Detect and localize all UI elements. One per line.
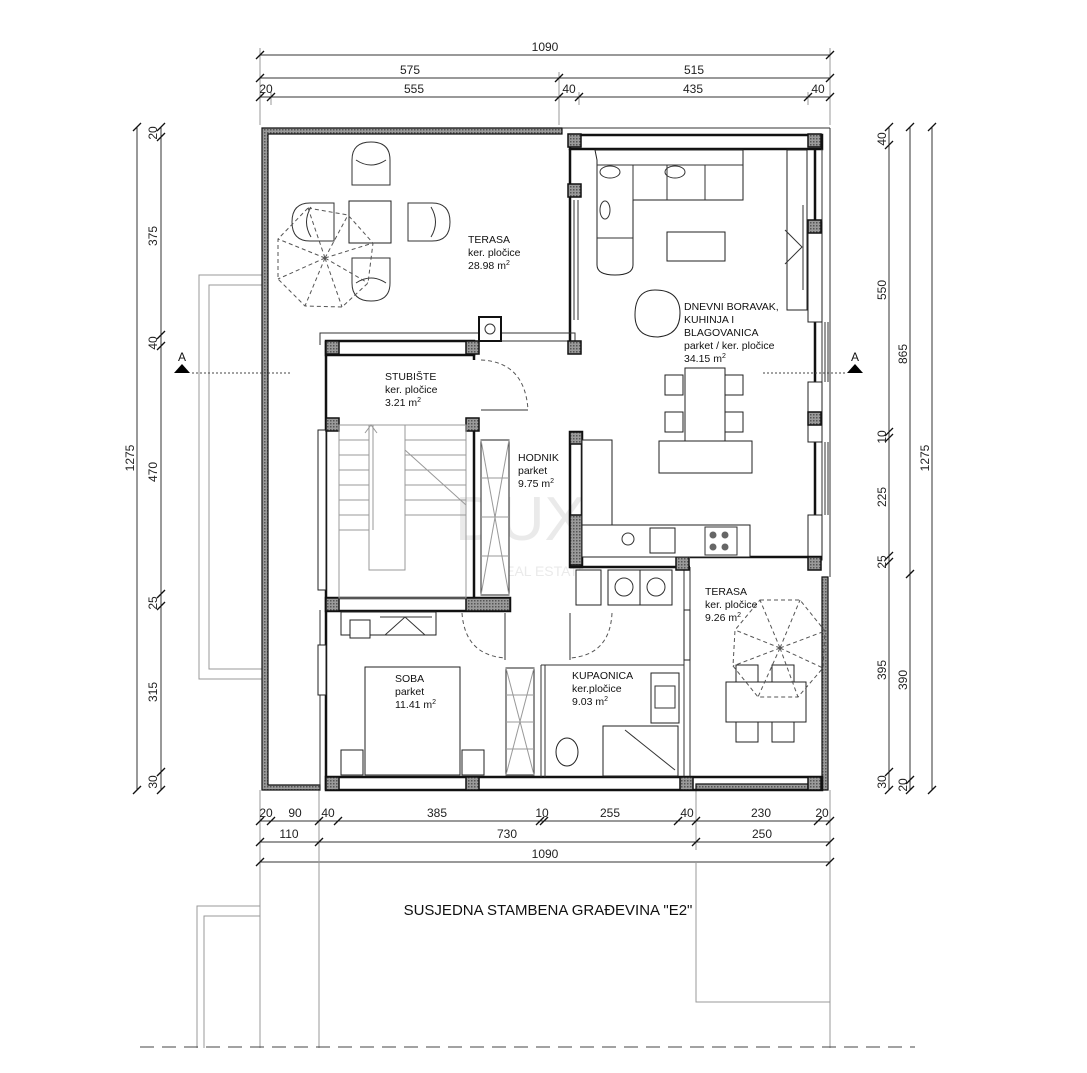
staircase [338, 359, 529, 599]
svg-text:KUPAONICA: KUPAONICA [572, 670, 633, 682]
svg-text:30: 30 [875, 775, 889, 789]
dim-top-total: 1090 [532, 40, 559, 54]
svg-text:470: 470 [146, 462, 160, 482]
svg-text:BLAGOVANICA: BLAGOVANICA [684, 327, 759, 339]
svg-text:1275: 1275 [918, 444, 932, 471]
shaft-icon [478, 316, 502, 342]
svg-text:40: 40 [875, 132, 889, 146]
room-label-living: DNEVNI BORAVAK, KUHINJA I BLAGOVANICA pa… [684, 301, 779, 365]
svg-text:10: 10 [875, 430, 889, 444]
svg-text:20: 20 [815, 806, 829, 820]
bathroom-fixtures [555, 569, 680, 777]
watermark-brand: DUX [455, 485, 586, 554]
svg-text:ker. pločice: ker. pločice [385, 384, 438, 396]
svg-text:parket: parket [395, 686, 424, 698]
cooktop-icon [709, 531, 729, 551]
room-label-terasa-small: TERASA ker. pločice 9.26 m2 [705, 586, 758, 624]
left-planter [198, 274, 263, 680]
svg-text:250: 250 [752, 827, 772, 841]
room-label-soba: SOBA parket 11.41 m2 [395, 673, 436, 711]
svg-text:90: 90 [288, 806, 302, 820]
room-label-hodnik: HODNIK parket 9.75 m2 [518, 452, 559, 490]
small-terrace-furniture [725, 599, 826, 743]
svg-text:20: 20 [259, 806, 273, 820]
svg-text:20: 20 [259, 82, 273, 96]
svg-text:40: 40 [680, 806, 694, 820]
terrace-furniture [277, 141, 451, 308]
svg-text:20: 20 [146, 126, 160, 140]
dim-top-575: 575 [400, 63, 420, 77]
svg-text:865: 865 [896, 344, 910, 364]
svg-text:25: 25 [875, 555, 889, 569]
left-dimensions: 1275 20 375 40 470 25 315 30 [123, 122, 166, 795]
svg-text:730: 730 [497, 827, 517, 841]
dim-top-515: 515 [684, 63, 704, 77]
svg-text:KUHINJA I: KUHINJA I [684, 314, 734, 326]
svg-text:HODNIK: HODNIK [518, 452, 559, 464]
structural-columns [325, 133, 822, 791]
section-marker-left: A [174, 350, 292, 374]
svg-text:STUBIŠTE: STUBIŠTE [385, 370, 436, 383]
watermark: DUX REAL ESTATE [455, 485, 587, 579]
svg-text:255: 255 [600, 806, 620, 820]
svg-text:ker. pločice: ker. pločice [468, 247, 521, 259]
bedroom-furniture [340, 611, 613, 776]
svg-text:40: 40 [146, 336, 160, 350]
umbrella-icon [732, 599, 826, 698]
svg-text:315: 315 [146, 682, 160, 702]
svg-text:435: 435 [683, 82, 703, 96]
svg-text:A: A [851, 350, 859, 364]
svg-text:parket / ker. pločice: parket / ker. pločice [684, 340, 775, 352]
svg-text:9.26 m2: 9.26 m2 [705, 612, 741, 624]
svg-text:28.98 m2: 28.98 m2 [468, 260, 510, 272]
section-marker-right: A [847, 350, 863, 373]
svg-text:225: 225 [875, 487, 889, 507]
neighbor-building-label: SUSJEDNA STAMBENA GRAĐEVINA "E2" [404, 902, 693, 919]
bottom-dimensions: 20 90 40 385 10 255 40 230 20 110 730 25… [255, 790, 835, 1048]
svg-text:395: 395 [875, 660, 889, 680]
svg-text:30: 30 [146, 775, 160, 789]
svg-text:ker. pločice: ker. pločice [705, 599, 758, 611]
neighbor-building: SUSJEDNA STAMBENA GRAĐEVINA "E2" [140, 862, 915, 1048]
svg-text:9.75 m2: 9.75 m2 [518, 478, 554, 490]
svg-text:TERASA: TERASA [705, 586, 747, 598]
umbrella-icon [277, 207, 374, 308]
svg-text:TERASA: TERASA [468, 234, 510, 246]
svg-text:1090: 1090 [532, 847, 559, 861]
svg-text:3.21 m2: 3.21 m2 [385, 397, 421, 409]
svg-text:9.03 m2: 9.03 m2 [572, 696, 608, 708]
svg-text:11.41 m2: 11.41 m2 [395, 699, 436, 711]
living-furniture [581, 149, 845, 558]
room-label-stubiste: STUBIŠTE ker. pločice 3.21 m2 [385, 370, 438, 409]
svg-text:A: A [178, 350, 186, 364]
svg-text:34.15 m2: 34.15 m2 [684, 353, 726, 365]
svg-text:375: 375 [146, 226, 160, 246]
dim-left-total: 1275 [123, 444, 137, 471]
svg-text:390: 390 [896, 670, 910, 690]
svg-text:385: 385 [427, 806, 447, 820]
wardrobes [480, 439, 535, 776]
svg-text:20: 20 [896, 778, 910, 792]
top-dimensions: 1090 575 515 20 555 40 435 40 [255, 40, 835, 125]
svg-text:ker.pločice: ker.pločice [572, 683, 622, 695]
room-label-terasa-large: TERASA ker. pločice 28.98 m2 [468, 234, 521, 272]
svg-text:25: 25 [146, 596, 160, 610]
watermark-sub: REAL ESTATE [495, 563, 587, 579]
svg-text:40: 40 [562, 82, 576, 96]
svg-text:40: 40 [811, 82, 825, 96]
svg-text:40: 40 [321, 806, 335, 820]
svg-text:550: 550 [875, 280, 889, 300]
svg-text:230: 230 [751, 806, 771, 820]
svg-text:10: 10 [535, 806, 549, 820]
room-label-kupaonica: KUPAONICA ker.pločice 9.03 m2 [572, 670, 633, 708]
svg-text:555: 555 [404, 82, 424, 96]
svg-text:110: 110 [279, 827, 298, 841]
svg-text:DNEVNI BORAVAK,: DNEVNI BORAVAK, [684, 301, 779, 313]
right-dimensions: 40 550 10 225 25 395 30 865 390 20 1275 [875, 122, 937, 795]
svg-text:SOBA: SOBA [395, 673, 424, 685]
svg-text:parket: parket [518, 465, 547, 477]
